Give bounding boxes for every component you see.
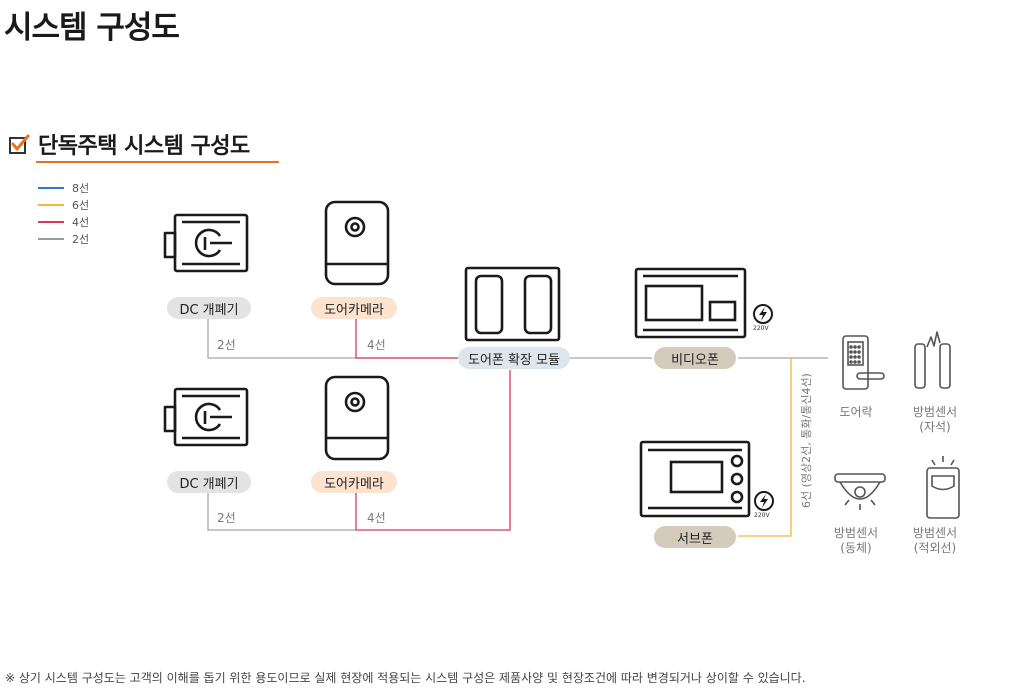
wire-4-bottom: [355, 370, 511, 531]
legend-swatch: [38, 237, 64, 240]
magnetic-sensor-icon: [914, 331, 951, 389]
ir-sensor-label: 방범센서 (적외선): [890, 526, 980, 556]
door-camera-icon: [324, 375, 390, 461]
door-camera-icon: [324, 200, 390, 286]
legend-label: 8선: [72, 181, 90, 195]
sub-phone-icon: [639, 440, 751, 518]
wire-label-4: 4선: [367, 511, 386, 525]
motion-sensor-label: 방범센서 (동체): [811, 526, 901, 556]
dc-opener-label: DC 개폐기: [167, 297, 251, 319]
wire-6-subphone: [738, 358, 792, 537]
door-camera-label: 도어카메라: [311, 297, 397, 319]
sub-phone-label: 서브폰: [654, 526, 736, 548]
doorphone-module-label: 도어폰 확장 모듈: [458, 347, 570, 369]
sensor-type: (동체): [840, 541, 872, 555]
sensor-name: 방범센서: [912, 405, 958, 419]
sensor-type: (적외선): [913, 541, 957, 555]
door-camera-label: 도어카메라: [311, 471, 397, 493]
legend-label: 2선: [72, 232, 90, 246]
door-lock-icon: [842, 335, 885, 390]
wire-label-2: 2선: [217, 338, 236, 352]
power-voltage: 220V: [753, 325, 769, 332]
door-lock-label: 도어락: [811, 405, 901, 420]
wire-label-2: 2선: [217, 511, 236, 525]
legend-item-8wire: 8선: [38, 179, 89, 196]
ir-sensor-icon: [926, 456, 960, 519]
sensor-type: (자석): [919, 420, 951, 434]
section-header: 단독주택 시스템 구성도: [8, 128, 250, 160]
lightning-bolt-icon: [754, 491, 774, 511]
doorphone-module-icon: [464, 266, 561, 342]
dc-opener-icon: [163, 213, 249, 273]
legend: 8선 6선 4선 2선: [38, 179, 89, 247]
section-underline: [36, 161, 279, 163]
magnetic-sensor-label: 방범센서 (자석): [890, 405, 980, 435]
dc-opener-label: DC 개폐기: [167, 471, 251, 493]
legend-item-6wire: 6선: [38, 196, 89, 213]
motion-sensor-icon: [834, 473, 886, 510]
legend-label: 6선: [72, 198, 90, 212]
wire-2-top: [207, 318, 460, 359]
wire-2-bottom: [207, 492, 356, 531]
lightning-bolt-icon: [753, 304, 773, 324]
legend-item-4wire: 4선: [38, 213, 89, 230]
sensor-name: 방범센서: [833, 526, 879, 540]
video-phone-label: 비디오폰: [654, 347, 736, 369]
wire-label-6: 6선 (영상2선, 통화/통신4선): [800, 373, 813, 508]
wire-label-4: 4선: [367, 338, 386, 352]
door-lock-name: 도어락: [839, 405, 873, 419]
checkbox-check-icon: [9, 134, 30, 154]
legend-label: 4선: [72, 215, 90, 229]
sensor-name: 방범센서: [912, 526, 958, 540]
legend-swatch: [38, 220, 64, 223]
page-title: 시스템 구성도: [4, 10, 180, 46]
power-voltage: 220V: [754, 512, 770, 519]
video-phone-icon: [634, 267, 747, 339]
section-title: 단독주택 시스템 구성도: [38, 134, 250, 159]
wire-4-top: [355, 318, 460, 359]
legend-swatch: [38, 203, 64, 206]
footnote: ※ 상기 시스템 구성도는 고객의 이해를 돕기 위한 용도이므로 실제 현장에…: [5, 671, 806, 685]
legend-swatch: [38, 186, 64, 189]
dc-opener-icon: [163, 387, 249, 447]
legend-item-2wire: 2선: [38, 230, 89, 247]
